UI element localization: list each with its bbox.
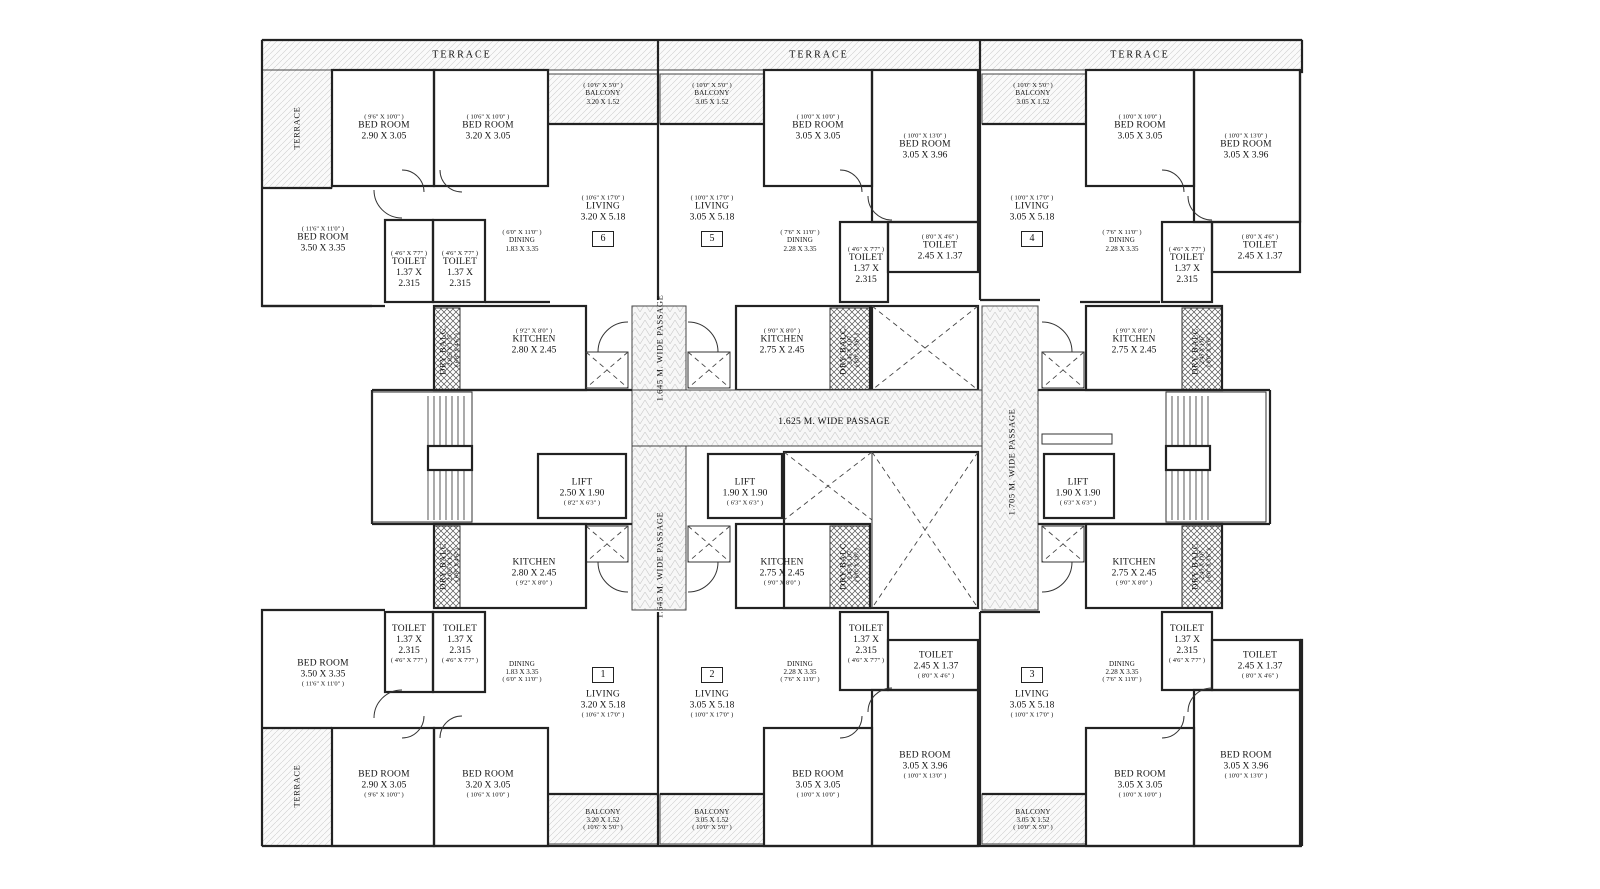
lift-3-box [1042, 452, 1116, 520]
drybalc-top-5 [829, 307, 871, 391]
terrace-strip-top [261, 39, 1303, 71]
staircase-right [1041, 391, 1267, 523]
u2-drybalc: DRY BALC.2.45 X 1.07( 8'0" X 3'6" ) [837, 540, 861, 590]
terrace-side-bottom [261, 727, 333, 847]
unit-number-6: 6 [592, 231, 614, 247]
unit-number-1: 1 [592, 667, 614, 683]
u3-drybalc: DRY BALC.2.45 X 1.07( 8'0" X 3'6" ) [1189, 540, 1213, 590]
passage-vertical-top [631, 305, 687, 391]
staircase-left [371, 391, 474, 523]
drybalc-bottom-2 [829, 525, 871, 609]
balcony-top-5 [659, 73, 765, 125]
terrace-label-top-left: TERRACE [432, 49, 492, 61]
passage-top-label: 1.645 M. WIDE PASSAGE [654, 294, 665, 402]
unit-number-2: 2 [701, 667, 723, 683]
passage-right [981, 305, 1039, 611]
passage-right-label: 1.705 M. WIDE PASSAGE [1006, 408, 1017, 516]
terrace-side-top [261, 69, 333, 189]
unit-number-3: 3 [1021, 667, 1043, 683]
passage-main-label: 1.625 M. WIDE PASSAGE [778, 417, 890, 427]
passage-bottom-label: 1.645 M. WIDE PASSAGE [654, 511, 665, 619]
unit-number-4: 4 [1021, 231, 1043, 247]
u4-drybalc: DRY BALC.2.45 X 1.07( 8'0" X 3'6" ) [1189, 325, 1213, 375]
balcony-bottom-3 [981, 793, 1087, 845]
balcony-top-4 [981, 73, 1087, 125]
u5-drybalc: DRY BALC.2.45 X 1.07( 8'0" X 3'6" ) [837, 325, 861, 375]
lift-1-box [536, 452, 628, 520]
u6-drybalc: DRY BALC.2.025 X 1.37( 6'8" X 4'6" ) [437, 325, 461, 375]
lift-2-box [706, 452, 784, 520]
terrace-label-top-mid: TERRACE [789, 49, 849, 61]
terrace-label-side-bottom: TERRACE [291, 764, 302, 808]
unit-number-5: 5 [701, 231, 723, 247]
passage-vertical-bottom [631, 445, 687, 611]
terrace-label-side-top: TERRACE [291, 106, 302, 150]
drybalc-top-6 [433, 307, 461, 391]
terrace-label-top-right: TERRACE [1110, 49, 1170, 61]
drybalc-bottom-1 [433, 525, 461, 609]
u1-drybalc: DRY BALC.2.025 X 1.37( 6'8" X 4'6" ) [437, 540, 461, 590]
drybalc-top-4 [1181, 307, 1223, 391]
